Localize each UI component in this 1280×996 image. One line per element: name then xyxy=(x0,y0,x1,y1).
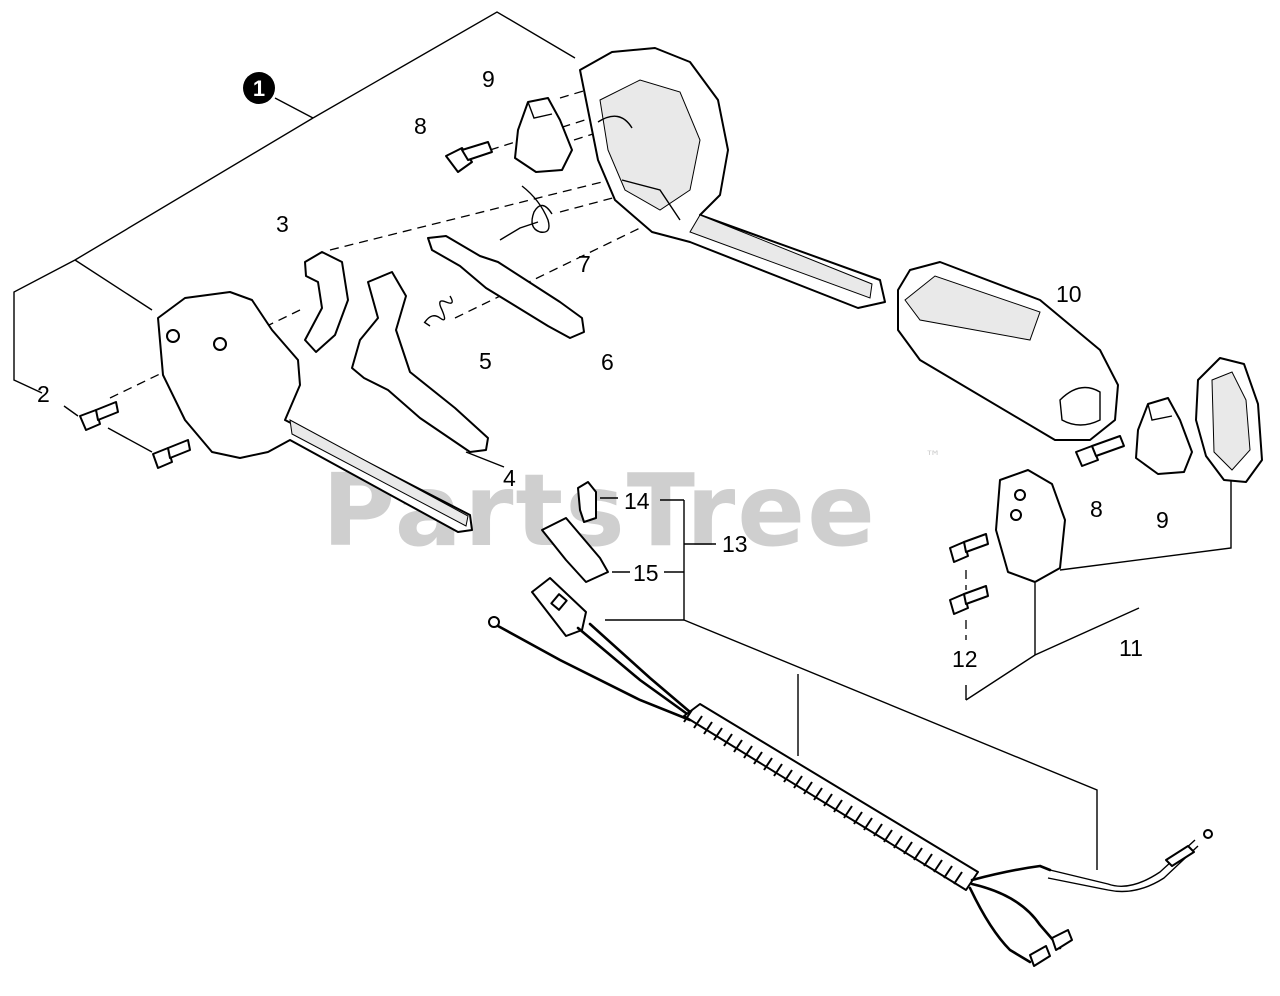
coil-pattern xyxy=(683,709,963,885)
watermark-text: PartsTree xyxy=(322,452,877,569)
callout-7: 7 xyxy=(578,251,591,277)
upper-handle-housing xyxy=(579,47,886,309)
switch-plate-part-15 xyxy=(541,517,609,583)
callout-5: 5 xyxy=(479,348,492,374)
cover-part-11 xyxy=(995,357,1263,583)
callout-9-upper: 9 xyxy=(482,66,495,92)
callout-15: 15 xyxy=(633,560,659,586)
screw-part-8-lower xyxy=(1075,435,1125,467)
screw-part-12 xyxy=(949,533,989,615)
callout-8-lower: 8 xyxy=(1090,496,1103,522)
callout-11: 11 xyxy=(1119,635,1143,661)
spring-part-7 xyxy=(499,185,553,241)
callout-10: 10 xyxy=(1056,281,1082,307)
callout-14: 14 xyxy=(624,488,650,514)
callout-8-upper: 8 xyxy=(414,113,427,139)
callout-labels: 2 3 4 5 6 7 8 8 9 9 10 11 12 13 14 15 xyxy=(37,66,1169,672)
callout-3: 3 xyxy=(276,211,289,237)
callout-6: 6 xyxy=(601,349,614,375)
throttle-lever-part-6 xyxy=(427,235,585,339)
clamp-part-9-lower xyxy=(1135,397,1193,475)
lower-handle-housing xyxy=(157,291,473,533)
wire-harness-part-13 xyxy=(488,577,1213,967)
screw-part-2 xyxy=(79,401,191,469)
grip-part-10 xyxy=(897,261,1119,441)
interlock-lever-part-3 xyxy=(304,251,349,353)
callout-4: 4 xyxy=(503,465,516,491)
callout-9-lower: 9 xyxy=(1156,507,1169,533)
callout-12: 12 xyxy=(952,646,978,672)
pin-part-14 xyxy=(577,481,597,523)
clamp-part-9-upper xyxy=(514,97,573,173)
screw-part-8-upper xyxy=(445,141,493,173)
callout-1: 1 xyxy=(253,76,265,101)
assembly-bracket-lines xyxy=(13,11,1232,870)
throttle-trigger-part-4 xyxy=(351,271,489,453)
spring-part-5 xyxy=(423,295,453,327)
watermark-trademark: ™ xyxy=(925,447,941,466)
assembly-marker-1: 1 xyxy=(243,72,275,104)
callout-2: 2 xyxy=(37,381,50,407)
callout-13: 13 xyxy=(722,531,748,557)
